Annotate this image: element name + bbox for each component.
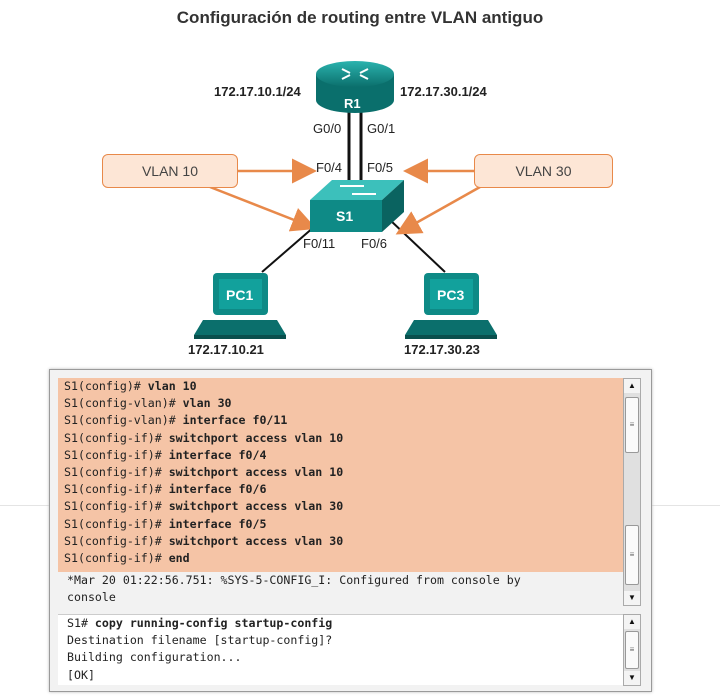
scroll-down-icon[interactable]: ▼: [624, 671, 640, 685]
cli-log-pane: *Mar 20 01:22:56.751: %SYS-5-CONFIG_I: C…: [58, 572, 631, 614]
router-ip-left: 172.17.10.1/24: [214, 84, 301, 99]
pc3-name: PC3: [437, 287, 465, 303]
cli-line: S1(config-if)# interface f0/4: [58, 447, 631, 464]
port-f05: F0/5: [367, 160, 394, 175]
cli-prompt: S1(config-vlan)#: [64, 413, 183, 428]
cli-line: S1(config)# vlan 10: [58, 378, 631, 395]
cli-line: Building configuration...: [58, 649, 631, 666]
port-g00: G0/0: [313, 121, 342, 136]
cli-command: Destination filename [startup-config]?: [67, 633, 333, 648]
cli-command: interface f0/6: [168, 482, 267, 497]
cli-command: interface f0/5: [168, 516, 267, 531]
cli-prompt: S1#: [67, 616, 95, 630]
scroll-down-icon[interactable]: ▼: [624, 591, 640, 605]
switch-icon: [310, 180, 404, 232]
port-g01: G0/1: [367, 121, 396, 136]
scroll-thumb[interactable]: ≡: [625, 631, 639, 669]
scroll-thumb[interactable]: ≡: [625, 525, 639, 585]
cli-command: Building configuration...: [67, 650, 242, 665]
cli-line: S1(config-if)# end: [58, 550, 631, 567]
scroll-up-icon[interactable]: ▲: [624, 615, 640, 629]
scroll-thumb[interactable]: ≡: [625, 397, 639, 453]
cli-command: switchport access vlan 30: [168, 533, 344, 548]
port-f06: F0/6: [361, 236, 388, 251]
router-ip-right: 172.17.30.1/24: [400, 84, 487, 99]
vlan10-box: VLAN 10: [102, 154, 238, 188]
cli-prompt: S1(config-if)#: [64, 533, 169, 548]
pc3-ip: 172.17.30.23: [404, 342, 480, 357]
cli-command: switchport access vlan 10: [168, 464, 344, 479]
arrow-vlan10-pc1: [209, 185, 317, 232]
cli-command: end: [168, 550, 190, 565]
cli-command: switchport access vlan 30: [168, 499, 344, 514]
cli-log-line: console: [67, 590, 116, 605]
cli-log-line: *Mar 20 01:22:56.751: %SYS-5-CONFIG_I: C…: [67, 573, 521, 587]
cli-line: S1(config-if)# switchport access vlan 30: [58, 498, 631, 515]
scrollbar-top[interactable]: ▲ ≡ ≡ ▼: [623, 378, 641, 606]
arrow-vlan30-pc3: [395, 185, 481, 235]
cli-command: interface f0/11: [182, 413, 288, 428]
cli-prompt: S1(config-vlan)#: [64, 396, 183, 411]
cli-prompt: S1(config)#: [64, 379, 148, 393]
scroll-up-icon[interactable]: ▲: [624, 379, 640, 393]
cli-line: S1(config-if)# switchport access vlan 10: [58, 430, 631, 447]
router-icon: [316, 61, 394, 113]
cli-line: S1# copy running-config startup-config: [58, 615, 631, 632]
vlan30-box: VLAN 30: [474, 154, 613, 188]
cli-prompt: S1(config-if)#: [64, 430, 169, 445]
pc1-ip: 172.17.10.21: [188, 342, 264, 357]
pc1-icon: [194, 273, 286, 339]
cli-line: S1(config-if)# switchport access vlan 10: [58, 464, 631, 481]
cli-command: interface f0/4: [168, 447, 267, 462]
port-f011: F0/11: [303, 236, 336, 251]
cli-prompt: S1(config-if)#: [64, 464, 169, 479]
cli-command: vlan 10: [147, 379, 197, 393]
cli-line: Destination filename [startup-config]?: [58, 632, 631, 649]
link-s1-pc3: [389, 219, 446, 273]
cli-line: S1(config-if)# switchport access vlan 30: [58, 533, 631, 550]
cli-line: [OK]: [58, 667, 631, 684]
cli-line: S1(config-if)# interface f0/5: [58, 516, 631, 533]
pc3-icon: [405, 273, 497, 339]
pc1-name: PC1: [226, 287, 254, 303]
port-f04: F0/4: [316, 160, 343, 175]
page-title: Configuración de routing entre VLAN anti…: [176, 8, 544, 27]
network-topology: [194, 61, 497, 339]
cli-command: [OK]: [67, 667, 95, 682]
cli-line: S1(config-vlan)# vlan 30: [58, 395, 631, 412]
router-name: R1: [344, 96, 361, 111]
cli-line: S1(config-if)# interface f0/6: [58, 481, 631, 498]
cli-command: vlan 30: [182, 396, 232, 411]
cli-command: copy running-config startup-config: [94, 616, 333, 630]
cli-prompt: S1(config-if)#: [64, 482, 169, 497]
cli-command: switchport access vlan 10: [168, 430, 344, 445]
cli-prompt: S1(config-if)#: [64, 499, 169, 514]
scrollbar-bottom[interactable]: ▲ ≡ ▼: [623, 614, 641, 686]
cli-prompt: S1(config-if)#: [64, 447, 169, 462]
switch-name: S1: [336, 208, 354, 224]
cli-prompt: S1(config-if)#: [64, 516, 169, 531]
cli-line: S1(config-vlan)# interface f0/11: [58, 412, 631, 429]
cli-prompt: S1(config-if)#: [64, 550, 169, 565]
